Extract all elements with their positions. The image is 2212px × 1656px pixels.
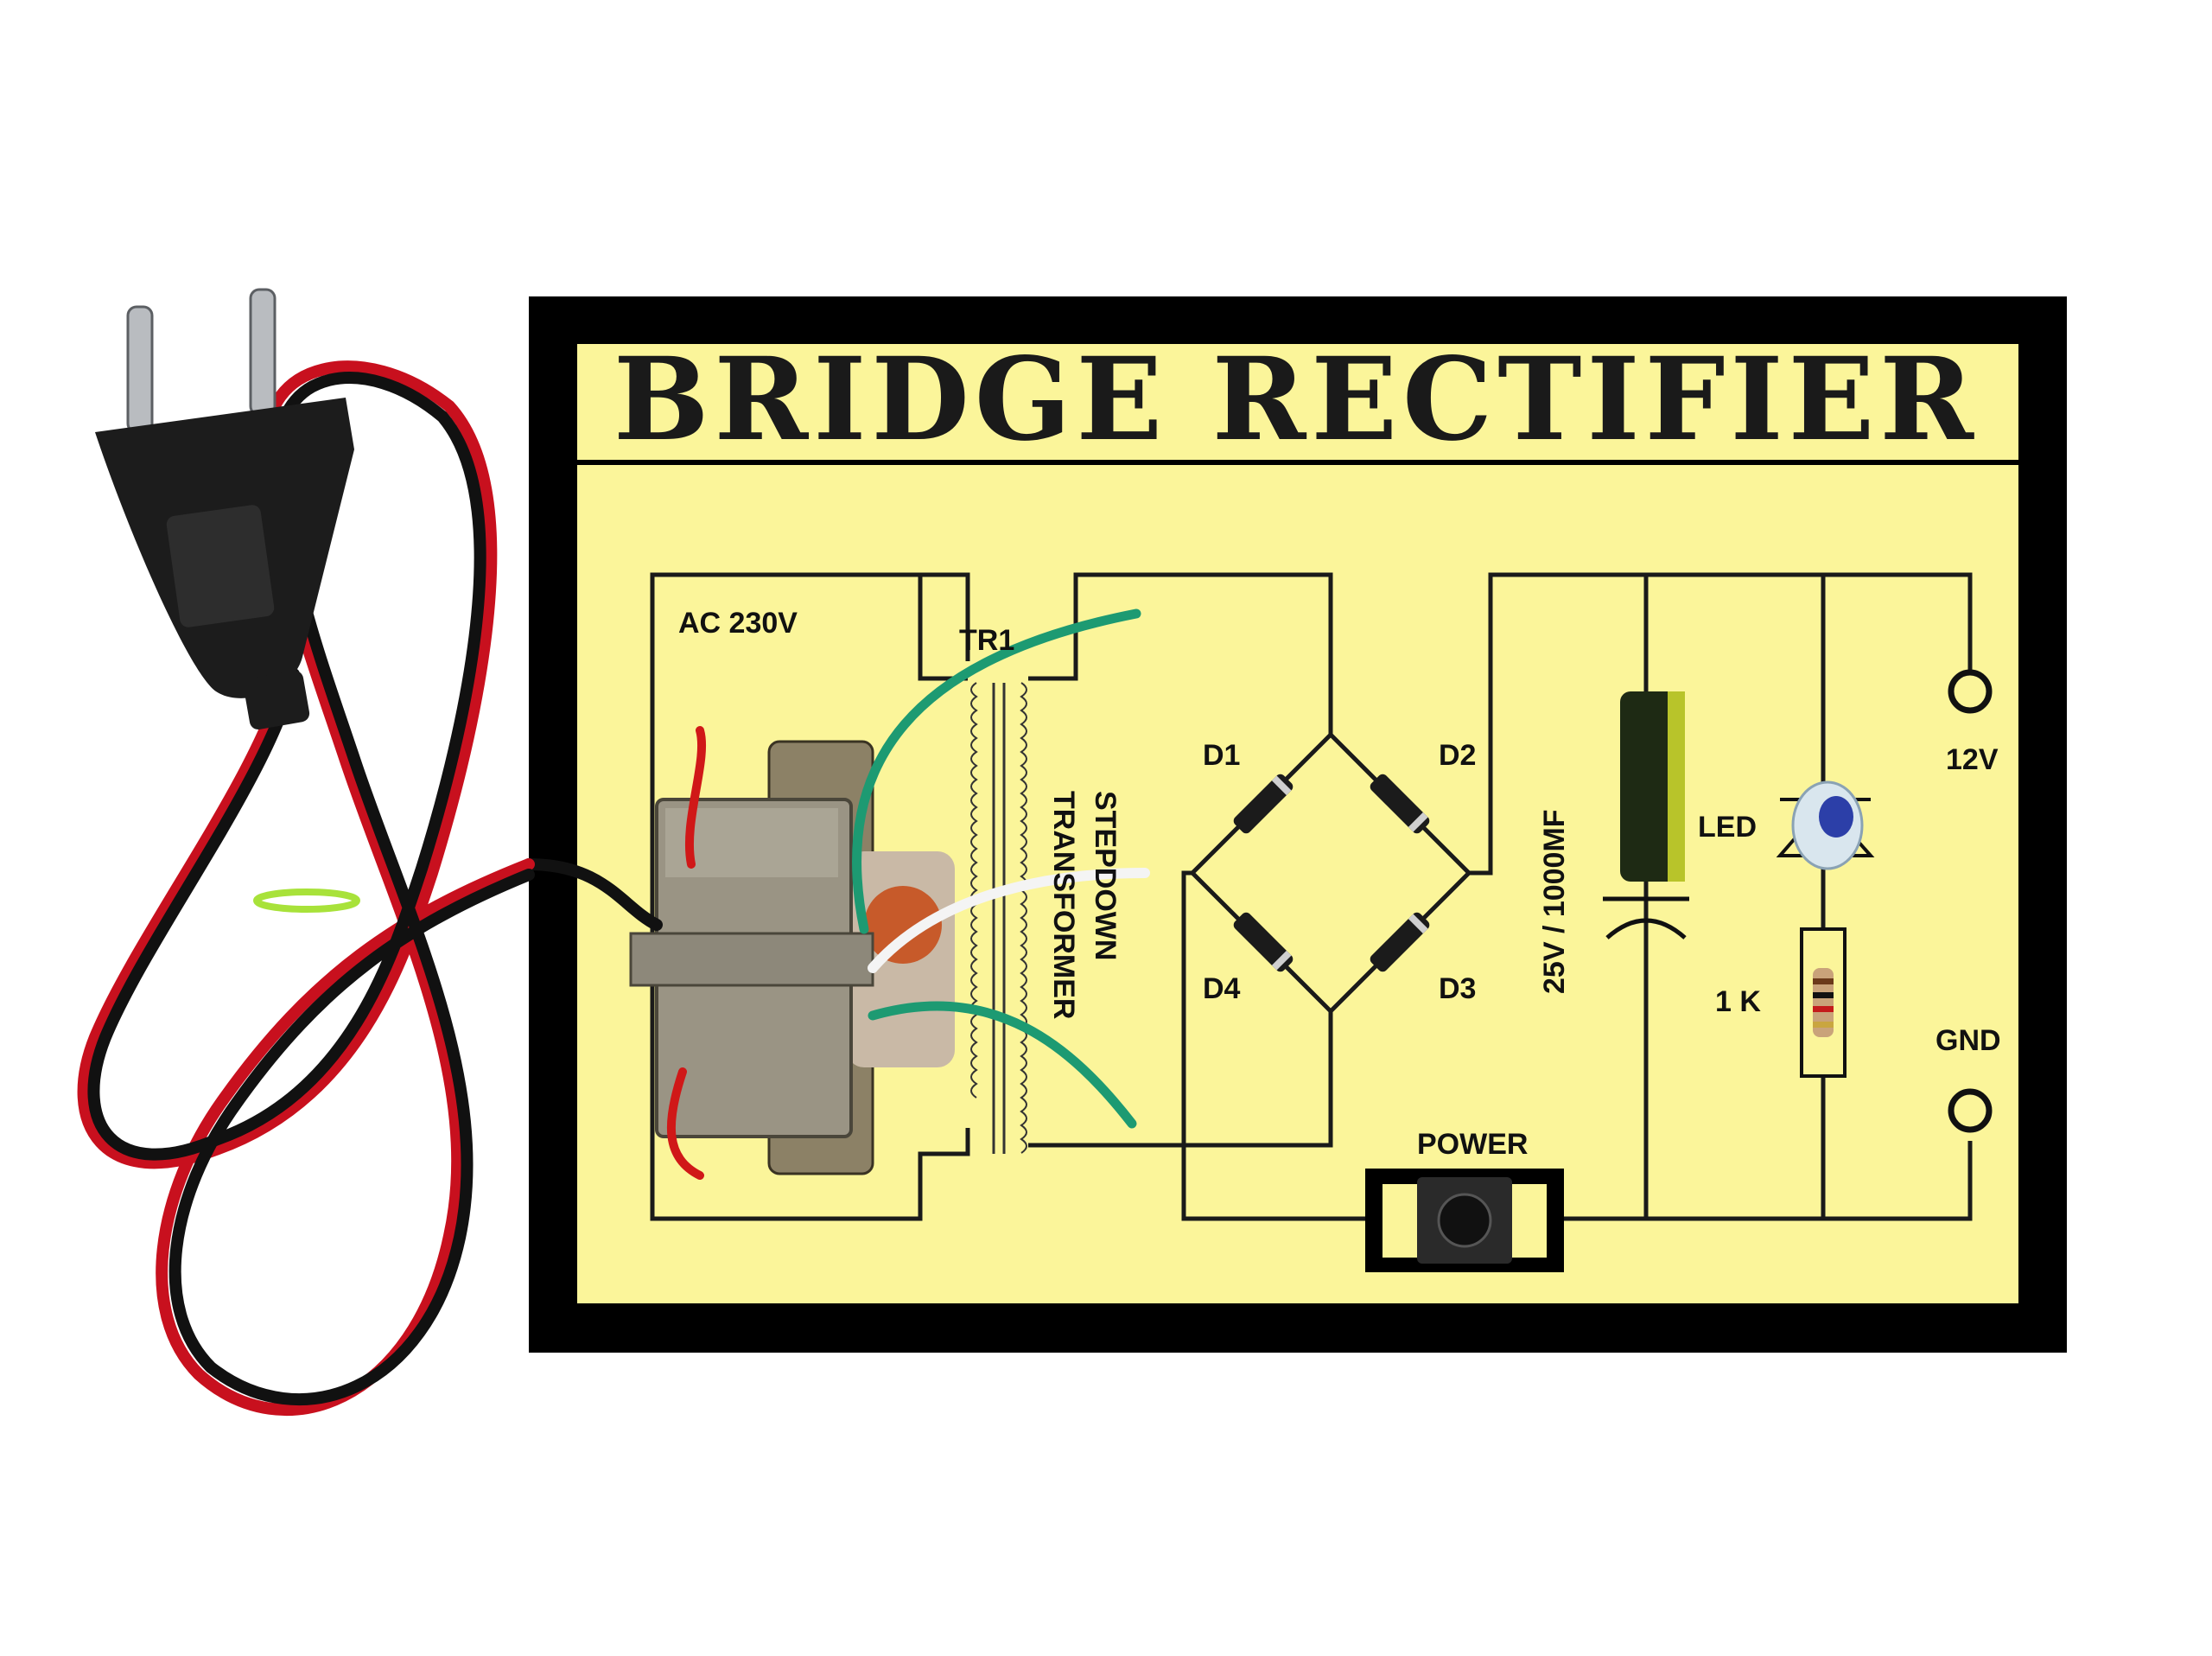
transformer-wires xyxy=(523,608,1150,1180)
ground-rail xyxy=(1564,1141,1973,1221)
board-labels: AC 230V TR1 STEPDOWN TRANSFORMER D1 D2 D… xyxy=(678,607,2001,1161)
green-wire-top xyxy=(852,608,1141,934)
plug-pin-right xyxy=(249,288,276,417)
diode-d2 xyxy=(1370,774,1430,834)
label-d3: D3 xyxy=(1439,972,1476,1005)
resistor-icon xyxy=(1800,927,1847,1078)
transformer-core-band xyxy=(629,932,874,987)
positive-rail xyxy=(1469,572,1973,876)
diode-band xyxy=(1408,914,1428,934)
terminal-gnd[interactable] xyxy=(1948,1088,1993,1133)
plug-strain-relief xyxy=(243,670,310,730)
capacitor-icon xyxy=(1603,691,1689,939)
label-power: POWER xyxy=(1417,1128,1528,1161)
diode-band xyxy=(1271,950,1292,971)
transformer-coil xyxy=(864,886,942,964)
cap-stripe xyxy=(1668,691,1685,882)
two-pin-plug xyxy=(95,288,354,730)
secondary-winding-symbol xyxy=(1020,682,1027,1154)
secondary-trace-bottom xyxy=(1028,1011,1333,1148)
diode-icon xyxy=(1370,912,1430,972)
negative-rail xyxy=(1181,870,1365,1221)
label-transformer-ref: TR1 xyxy=(959,624,1014,657)
primary-winding-symbol xyxy=(970,682,978,1099)
terminal-12v[interactable] xyxy=(1948,669,1993,714)
band-1 xyxy=(1813,978,1834,984)
label-transformer: TRANSFORMER xyxy=(1047,791,1080,1019)
diode-d4 xyxy=(1233,912,1294,972)
label-d2: D2 xyxy=(1439,739,1476,772)
plug-grip xyxy=(166,505,275,627)
band-2 xyxy=(1813,992,1834,998)
label-12v: 12V xyxy=(1946,743,1999,776)
power-switch[interactable] xyxy=(1365,1169,1564,1272)
band-4 xyxy=(1813,1022,1834,1028)
primary-trace xyxy=(650,572,970,1221)
label-ac-input: AC 230V xyxy=(678,607,798,640)
diode-icon xyxy=(1233,774,1294,834)
board-title: BRIDGE RECTIFIER xyxy=(613,333,1979,467)
circuit-traces xyxy=(650,572,1973,1221)
diode-band xyxy=(1408,812,1428,832)
label-d1: D1 xyxy=(1203,739,1240,772)
label-capacitor: 25V / 1000MF xyxy=(1538,809,1571,994)
terminal-icon[interactable] xyxy=(1948,669,1993,714)
resistor-body xyxy=(1813,968,1834,1037)
led-icon xyxy=(1776,780,1875,870)
secondary-trace xyxy=(1028,572,1333,735)
plug-pin-left xyxy=(126,305,154,434)
diode-icon xyxy=(1370,774,1430,834)
black-wire-in xyxy=(523,858,663,931)
label-led: LED xyxy=(1698,811,1757,844)
cap-curve-plate xyxy=(1605,918,1687,939)
terminal-icon[interactable] xyxy=(1948,1088,1993,1133)
white-wire xyxy=(868,868,1150,973)
rubber-band xyxy=(253,889,360,913)
diode-icon xyxy=(1233,912,1294,972)
diode-band xyxy=(1271,775,1292,796)
push-button-icon[interactable] xyxy=(1437,1193,1492,1248)
green-wire-bottom xyxy=(868,1001,1137,1129)
diode-d1 xyxy=(1233,774,1294,834)
label-resistor: 1 K xyxy=(1715,985,1761,1018)
red-wire-top xyxy=(684,726,707,869)
diode-d3 xyxy=(1370,912,1430,972)
transformer-icon xyxy=(629,682,1027,1175)
red-wire-bottom xyxy=(666,1067,704,1180)
label-gnd: GND xyxy=(1936,1024,2001,1057)
label-stepdown: STEPDOWN xyxy=(1089,791,1122,960)
label-d4: D4 xyxy=(1203,972,1241,1005)
led-die xyxy=(1819,796,1853,838)
band-3 xyxy=(1813,1006,1834,1012)
